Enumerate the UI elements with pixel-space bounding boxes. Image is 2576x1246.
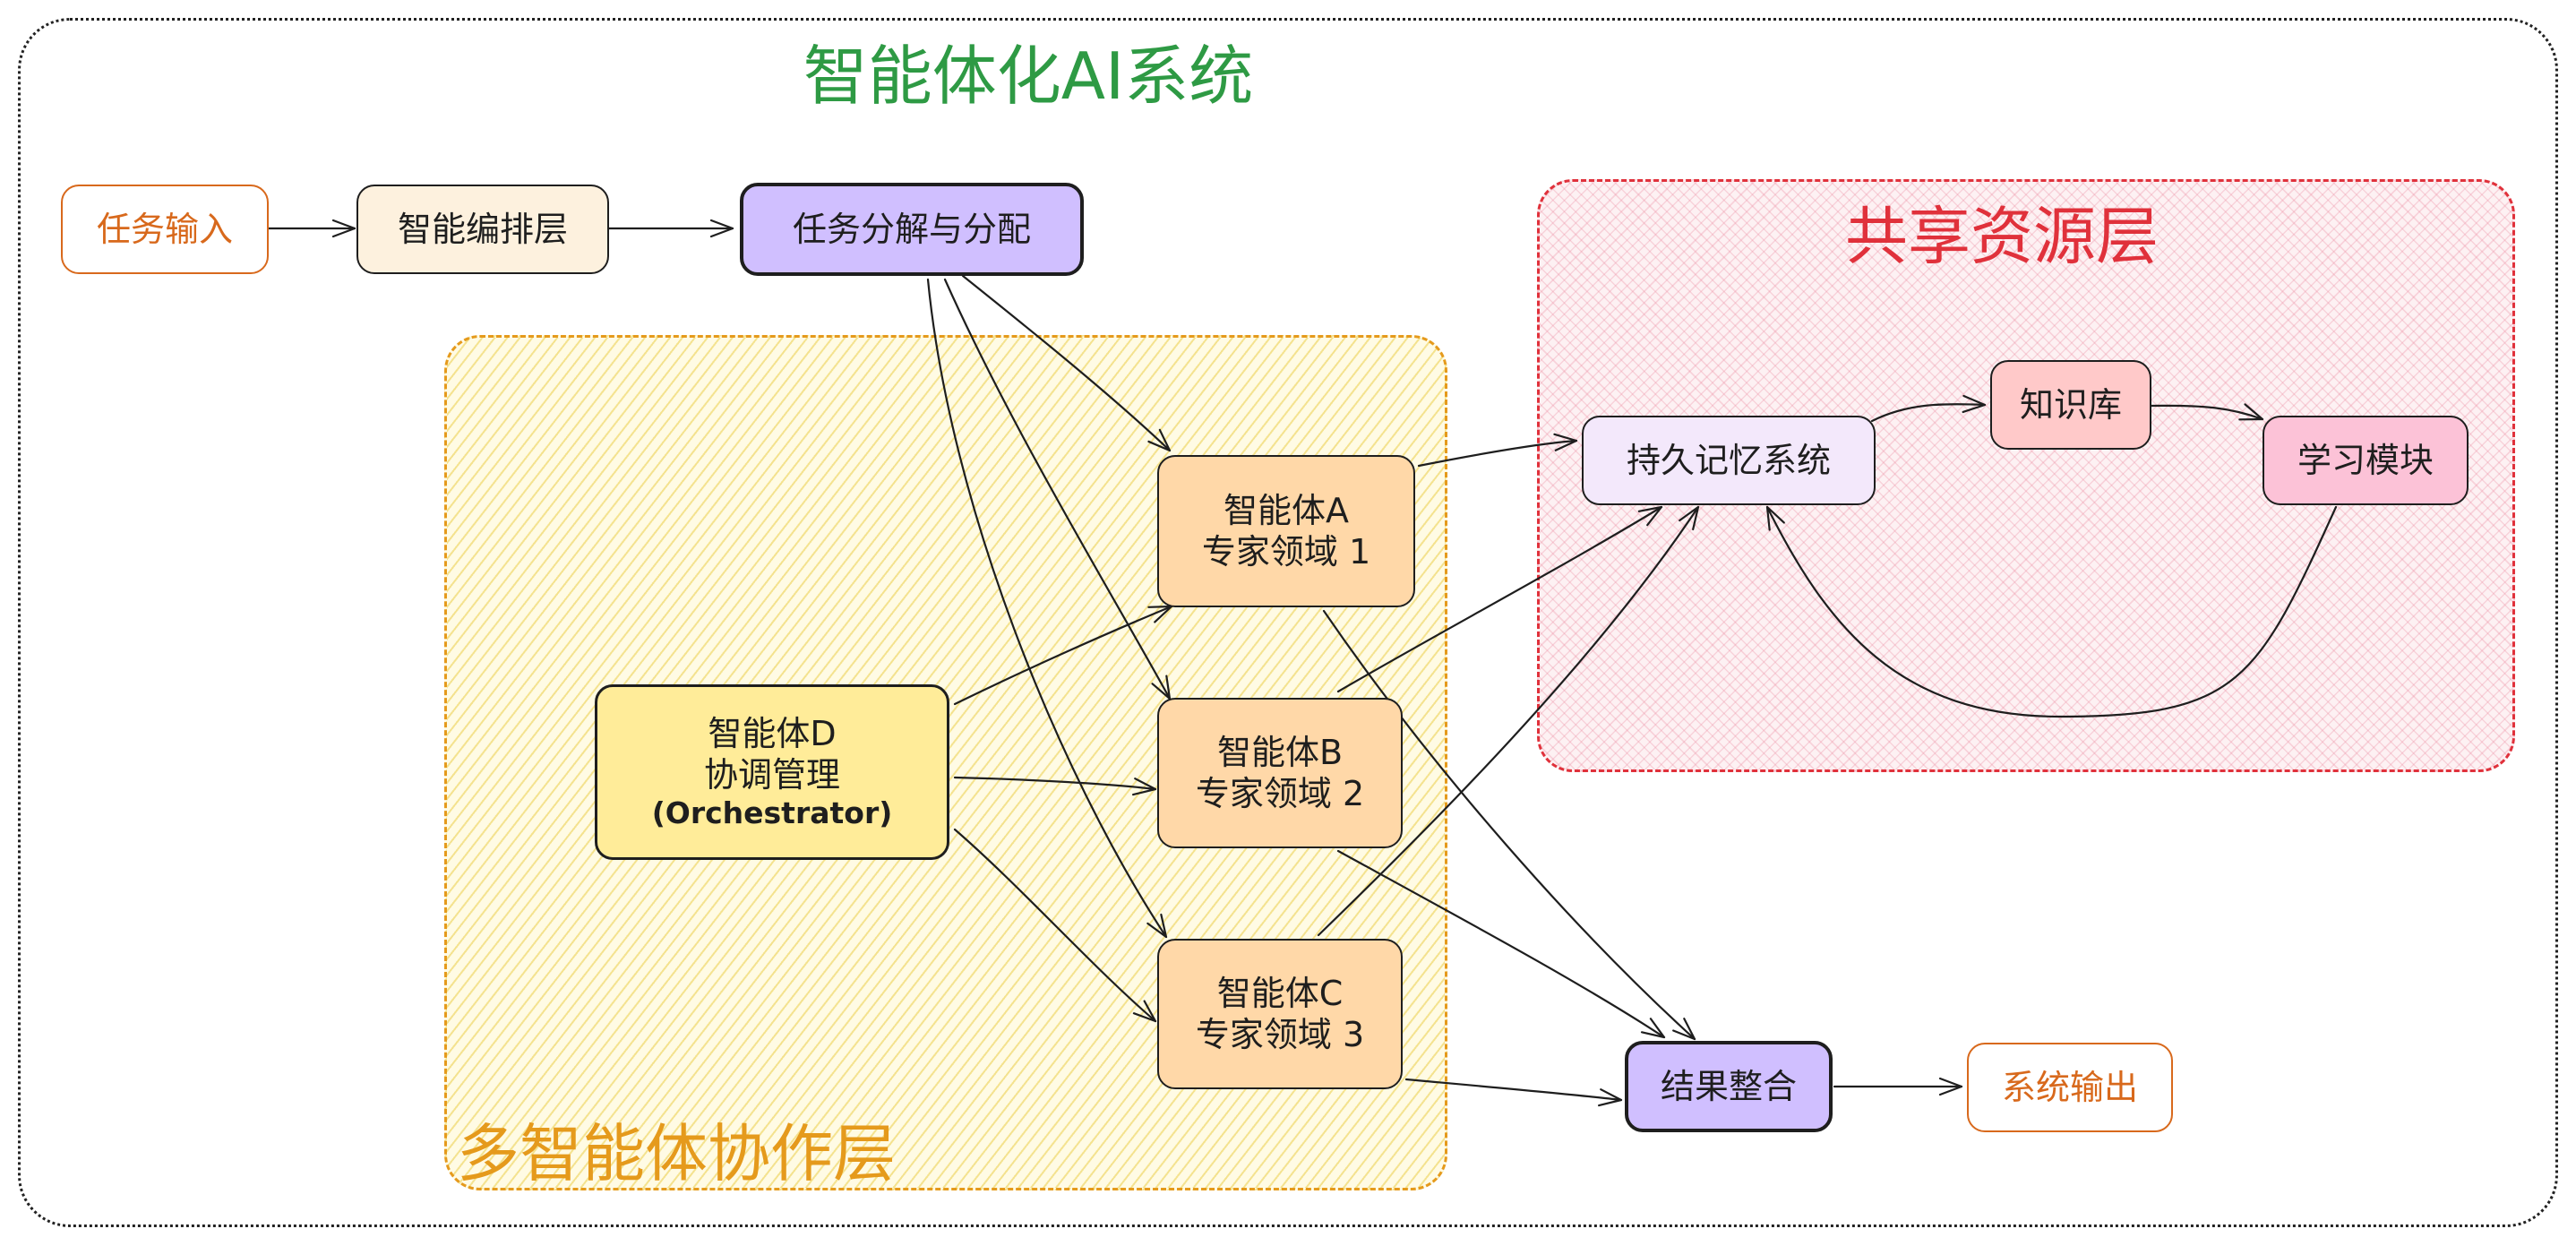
result-integration-label: 结果整合: [1660, 1066, 1797, 1106]
agent-b-node: 智能体B 专家领域 2: [1157, 698, 1403, 848]
agent-c-domain: 专家领域 3: [1195, 1015, 1365, 1054]
agent-b-domain: 专家领域 2: [1195, 774, 1365, 813]
learning-module-node: 学习模块: [2263, 416, 2469, 505]
system-boundary: [18, 18, 2558, 1227]
orchestration-layer-label: 智能编排层: [397, 209, 568, 249]
system-output-node: 系统输出: [1967, 1043, 2173, 1132]
orchestration-layer-node: 智能编排层: [356, 185, 609, 274]
agent-a-domain: 专家领域 1: [1201, 532, 1371, 571]
result-integration-node: 结果整合: [1625, 1041, 1833, 1132]
agent-d-name: 智能体D: [708, 713, 837, 753]
system-output-label: 系统输出: [2001, 1067, 2138, 1107]
collaboration-layer-title: 多智能体协作层: [457, 1117, 896, 1190]
persistent-memory-label: 持久记忆系统: [1626, 440, 1831, 480]
learning-module-label: 学习模块: [2297, 440, 2434, 480]
agent-d-role-english: (Orchestrator): [651, 795, 893, 831]
shared-resources-layer-title: 共享资源层: [1845, 200, 2159, 273]
task-decomposition-node: 任务分解与分配: [740, 183, 1084, 276]
agent-a-node: 智能体A 专家领域 1: [1157, 455, 1415, 607]
task-input-label: 任务输入: [96, 209, 233, 249]
agent-d-coordinator-node: 智能体D 协调管理 (Orchestrator): [595, 684, 949, 860]
agent-d-role: 协调管理: [703, 754, 840, 795]
persistent-memory-node: 持久记忆系统: [1582, 416, 1876, 505]
knowledge-base-node: 知识库: [1990, 360, 2151, 450]
agent-c-name: 智能体C: [1216, 973, 1344, 1013]
agent-b-name: 智能体B: [1216, 732, 1344, 772]
agent-a-name: 智能体A: [1223, 490, 1349, 530]
task-input-node: 任务输入: [61, 185, 269, 274]
knowledge-base-label: 知识库: [2019, 384, 2122, 425]
diagram-title: 智能体化AI系统: [803, 39, 1254, 114]
agent-c-node: 智能体C 专家领域 3: [1157, 939, 1403, 1089]
task-decomposition-label: 任务分解与分配: [792, 209, 1031, 249]
